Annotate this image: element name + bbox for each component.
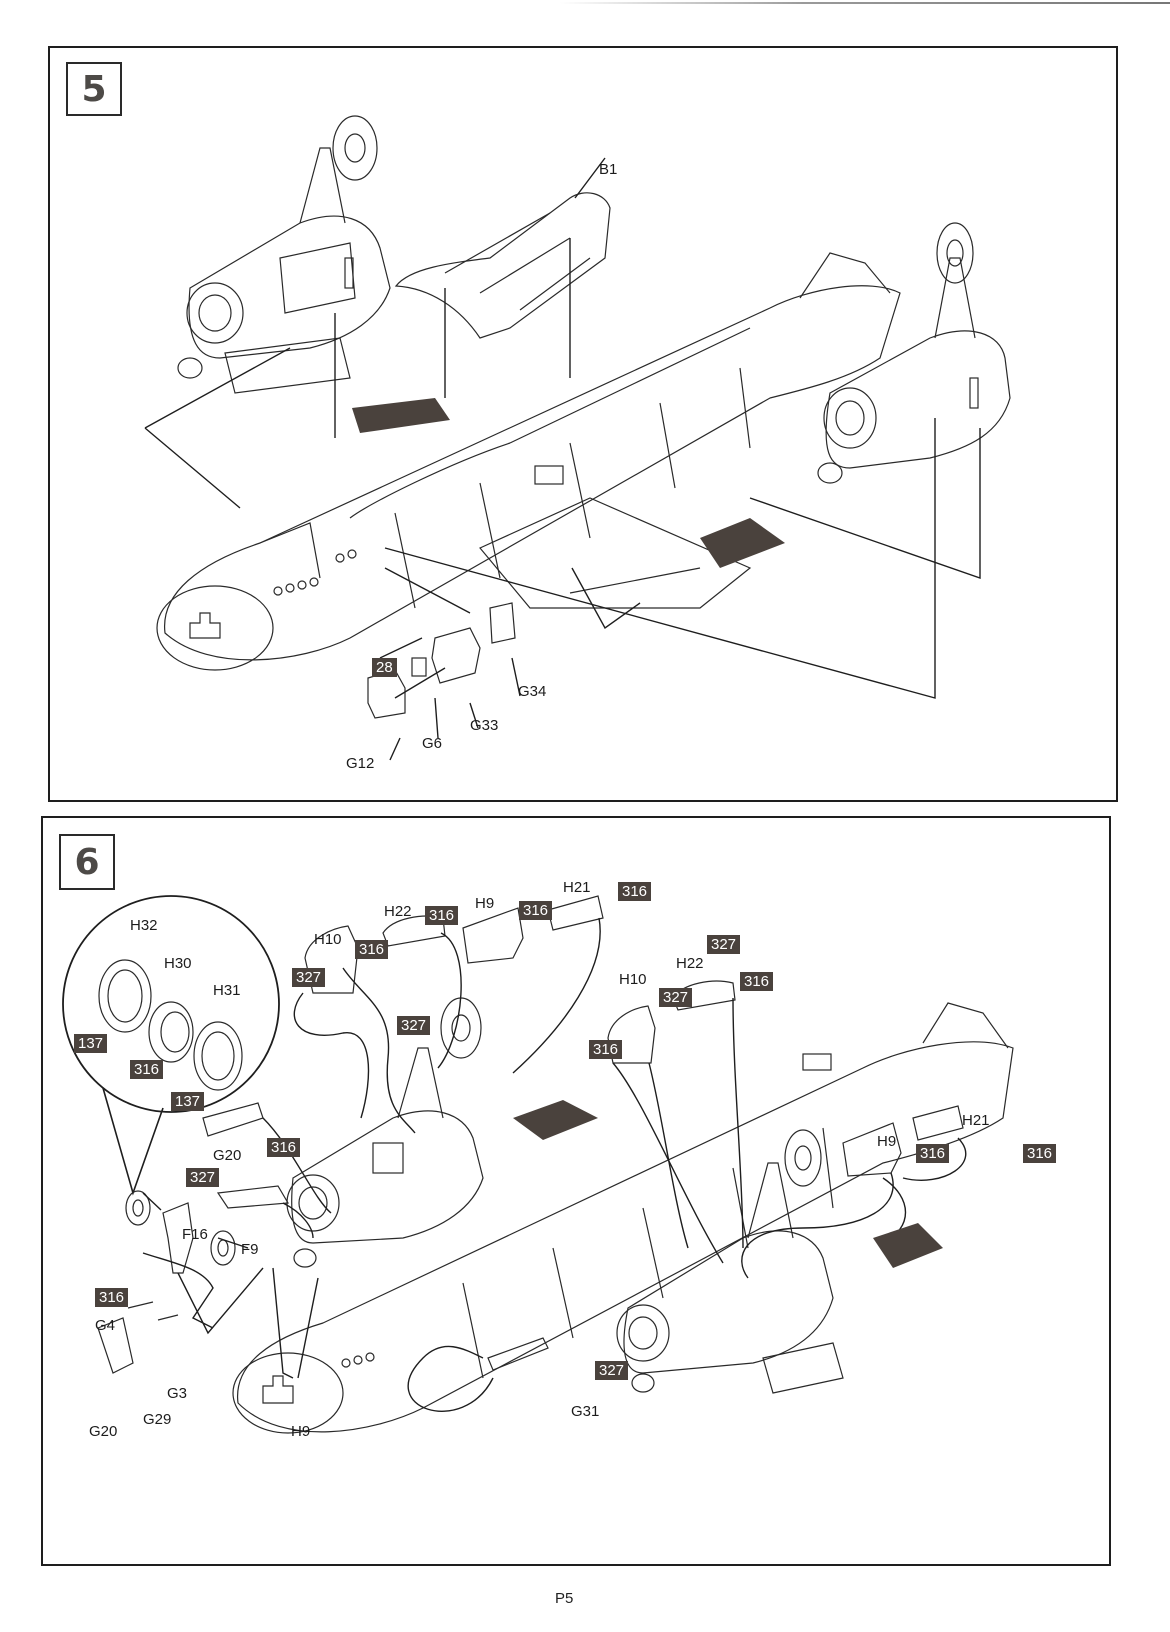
part-f16	[162, 1202, 194, 1274]
part-h30	[148, 1001, 194, 1063]
left-engine-nacelle	[286, 997, 484, 1268]
decal-panel-right	[700, 518, 785, 568]
step-number-6: 6	[59, 834, 115, 890]
part-h10-left	[304, 925, 359, 994]
label-g12: G12	[346, 755, 375, 772]
part-g12	[367, 669, 406, 719]
decal-panel-right	[873, 1223, 943, 1268]
label-g29: G29	[143, 1411, 172, 1428]
paint-code-316-g20: 316	[267, 1138, 301, 1157]
label-h32: H32	[130, 917, 158, 934]
paint-code-316-h21-right: 316	[1023, 1144, 1057, 1163]
part-h31	[193, 1021, 243, 1091]
wing-stub	[479, 497, 752, 609]
fuselage-body	[164, 285, 901, 661]
label-h10-left: H10	[314, 931, 342, 948]
paint-code-327-h10-mid: 327	[659, 988, 693, 1007]
paint-code-327-h22-mid: 327	[707, 935, 741, 954]
paint-code-316-h22-mid: 316	[740, 972, 774, 991]
label-g33: G33	[470, 717, 499, 734]
page-top-edge	[560, 2, 1170, 4]
paint-code-28: 28	[372, 658, 397, 677]
fuselage-nose	[232, 1352, 344, 1434]
label-g6: G6	[422, 735, 443, 752]
paint-code-316-h21-top: 316	[618, 882, 652, 901]
paint-code-316-f16: 316	[95, 1288, 129, 1307]
paint-code-327-g31: 327	[595, 1361, 629, 1380]
label-g20-lower: G20	[89, 1423, 118, 1440]
paint-code-137-h32: 137	[74, 1034, 108, 1053]
paint-code-316-h9-right: 316	[916, 1144, 950, 1163]
label-g3: G3	[167, 1385, 188, 1402]
part-g34	[489, 602, 516, 644]
label-h10-mid: H10	[619, 971, 647, 988]
label-h9-top: H9	[475, 895, 495, 912]
label-h22-left: H22	[384, 903, 412, 920]
label-f16: F16	[182, 1226, 208, 1243]
label-g20-upper: G20	[213, 1147, 242, 1164]
wheel-left	[125, 1190, 151, 1226]
paint-code-137-h31: 137	[171, 1092, 205, 1111]
label-h21-top: H21	[563, 879, 591, 896]
step-number-5: 5	[66, 62, 122, 116]
fuselage-nose	[156, 585, 274, 671]
paint-code-316-h30: 316	[130, 1060, 164, 1079]
label-h31: H31	[213, 982, 241, 999]
label-g31: G31	[571, 1403, 600, 1420]
part-h22-left	[382, 915, 446, 947]
step-6-illustration	[62, 895, 1014, 1434]
part-g6	[411, 657, 427, 677]
label-f9: F9	[241, 1241, 259, 1258]
right-engine-nacelle	[616, 1129, 844, 1394]
label-g34: G34	[518, 683, 547, 700]
label-h9-bottom: H9	[291, 1423, 311, 1440]
paint-code-327-h22-left: 327	[397, 1016, 431, 1035]
paint-code-327-g20: 327	[186, 1168, 220, 1187]
right-engine-nacelle	[817, 222, 1011, 484]
part-h9-right	[842, 1122, 902, 1177]
label-h9-right: H9	[877, 1133, 897, 1150]
decal-panel-left	[513, 1100, 598, 1140]
tail-cross	[189, 612, 221, 639]
part-g31	[487, 1337, 549, 1371]
page-number: P5	[555, 1590, 574, 1607]
paint-code-316-h10-mid: 316	[589, 1040, 623, 1059]
tail-cross	[262, 1375, 294, 1404]
part-f9	[216, 1185, 290, 1209]
part-h21-right	[912, 1105, 964, 1141]
step-5-panel: 5	[48, 46, 1118, 802]
detail-inset-circle	[62, 895, 280, 1113]
part-h9-top	[462, 907, 524, 964]
label-h30: H30	[164, 955, 192, 972]
decal-panel-left	[352, 398, 450, 433]
paint-code-316-h10-left: 316	[355, 940, 389, 959]
wheel-right	[210, 1230, 236, 1266]
paint-code-316-h22-left: 316	[425, 906, 459, 925]
step-6-panel: 6	[41, 816, 1111, 1566]
part-h32	[98, 959, 152, 1033]
label-g4: G4	[95, 1317, 116, 1334]
paint-code-316-h9-top: 316	[519, 901, 553, 920]
part-h10-mid	[607, 1005, 656, 1064]
step-5-illustration	[144, 115, 1011, 761]
label-h22-mid: H22	[676, 955, 704, 972]
paint-code-327-h10-left: 327	[292, 968, 326, 987]
part-h21-top	[547, 895, 604, 931]
label-h21-right: H21	[962, 1112, 990, 1129]
part-g29	[97, 1317, 134, 1374]
label-b1: B1	[599, 161, 618, 178]
part-b1-cover	[394, 192, 611, 339]
part-g33	[431, 627, 481, 684]
fuselage-body	[237, 1041, 1014, 1433]
part-g20-upper	[202, 1102, 264, 1137]
